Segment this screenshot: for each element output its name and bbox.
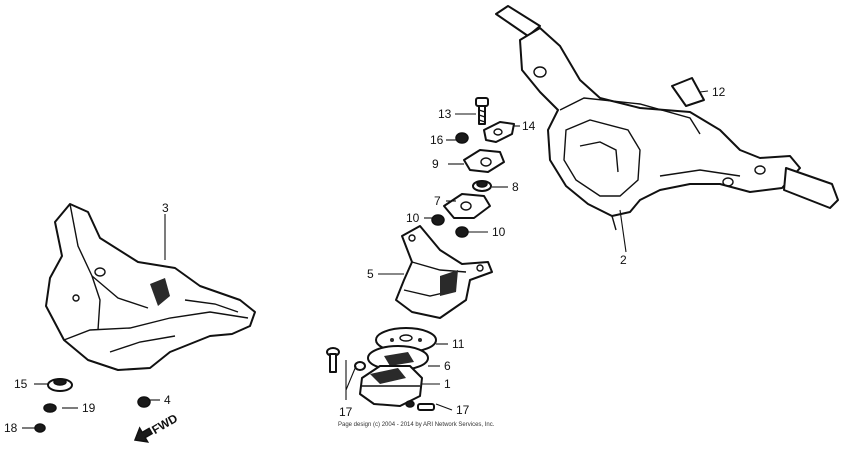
- callout-7: 7: [434, 194, 441, 208]
- washer-19: [43, 403, 57, 413]
- callout-16: 16: [430, 133, 444, 147]
- plate-14: [483, 121, 515, 143]
- nut-16: [455, 132, 469, 144]
- forward-direction-arrow: FWD: [133, 411, 180, 443]
- callout-14: 14: [522, 119, 536, 133]
- bracket-5: [395, 225, 493, 319]
- bolt-13: [475, 97, 489, 125]
- callout-10-left: 10: [406, 211, 420, 225]
- callout-3: 3: [162, 201, 169, 215]
- rear-handlebar-cover: [495, 5, 839, 231]
- callout-2: 2: [620, 253, 627, 267]
- copyright-notice: Page design (c) 2004 - 2014 by ARI Netwo…: [338, 422, 495, 428]
- callout-15: 15: [14, 377, 28, 391]
- callout-9: 9: [432, 157, 439, 171]
- leader-lines: [22, 90, 709, 429]
- callout-11: 11: [452, 337, 465, 351]
- callout-6: 6: [444, 359, 451, 373]
- fwd-label: FWD: [149, 411, 180, 437]
- front-handlebar-cover: [45, 203, 256, 371]
- washer-17-left: [354, 361, 366, 371]
- callout-8: 8: [512, 180, 519, 194]
- callout-17-left: 17: [339, 405, 353, 419]
- callout-18: 18: [4, 421, 18, 435]
- collar-8: [472, 180, 492, 192]
- grommet-15: [47, 378, 73, 392]
- nut-4: [137, 396, 151, 408]
- plate-9: [463, 149, 505, 173]
- spacer-10-right: [455, 226, 469, 238]
- screw-17-right: [405, 400, 435, 411]
- sticker-12: [671, 77, 705, 107]
- switch-housing-1: [359, 365, 423, 407]
- callout-12: 12: [712, 85, 726, 99]
- screw-17-left: [326, 347, 340, 373]
- callout-1: 1: [444, 377, 451, 391]
- callout-labels: 3 2 12 13 14 16 9 8 7 10 10 5 11 6 1 17 …: [4, 85, 726, 435]
- callout-4: 4: [164, 393, 171, 407]
- nut-18: [34, 423, 46, 433]
- callout-13: 13: [438, 107, 452, 121]
- plate-7: [443, 193, 491, 219]
- callout-10-right: 10: [492, 225, 506, 239]
- callout-17-right: 17: [456, 403, 470, 417]
- callout-5: 5: [367, 267, 374, 281]
- plate-6: [367, 345, 429, 371]
- callout-19: 19: [82, 401, 96, 415]
- spacer-10-left: [431, 214, 445, 226]
